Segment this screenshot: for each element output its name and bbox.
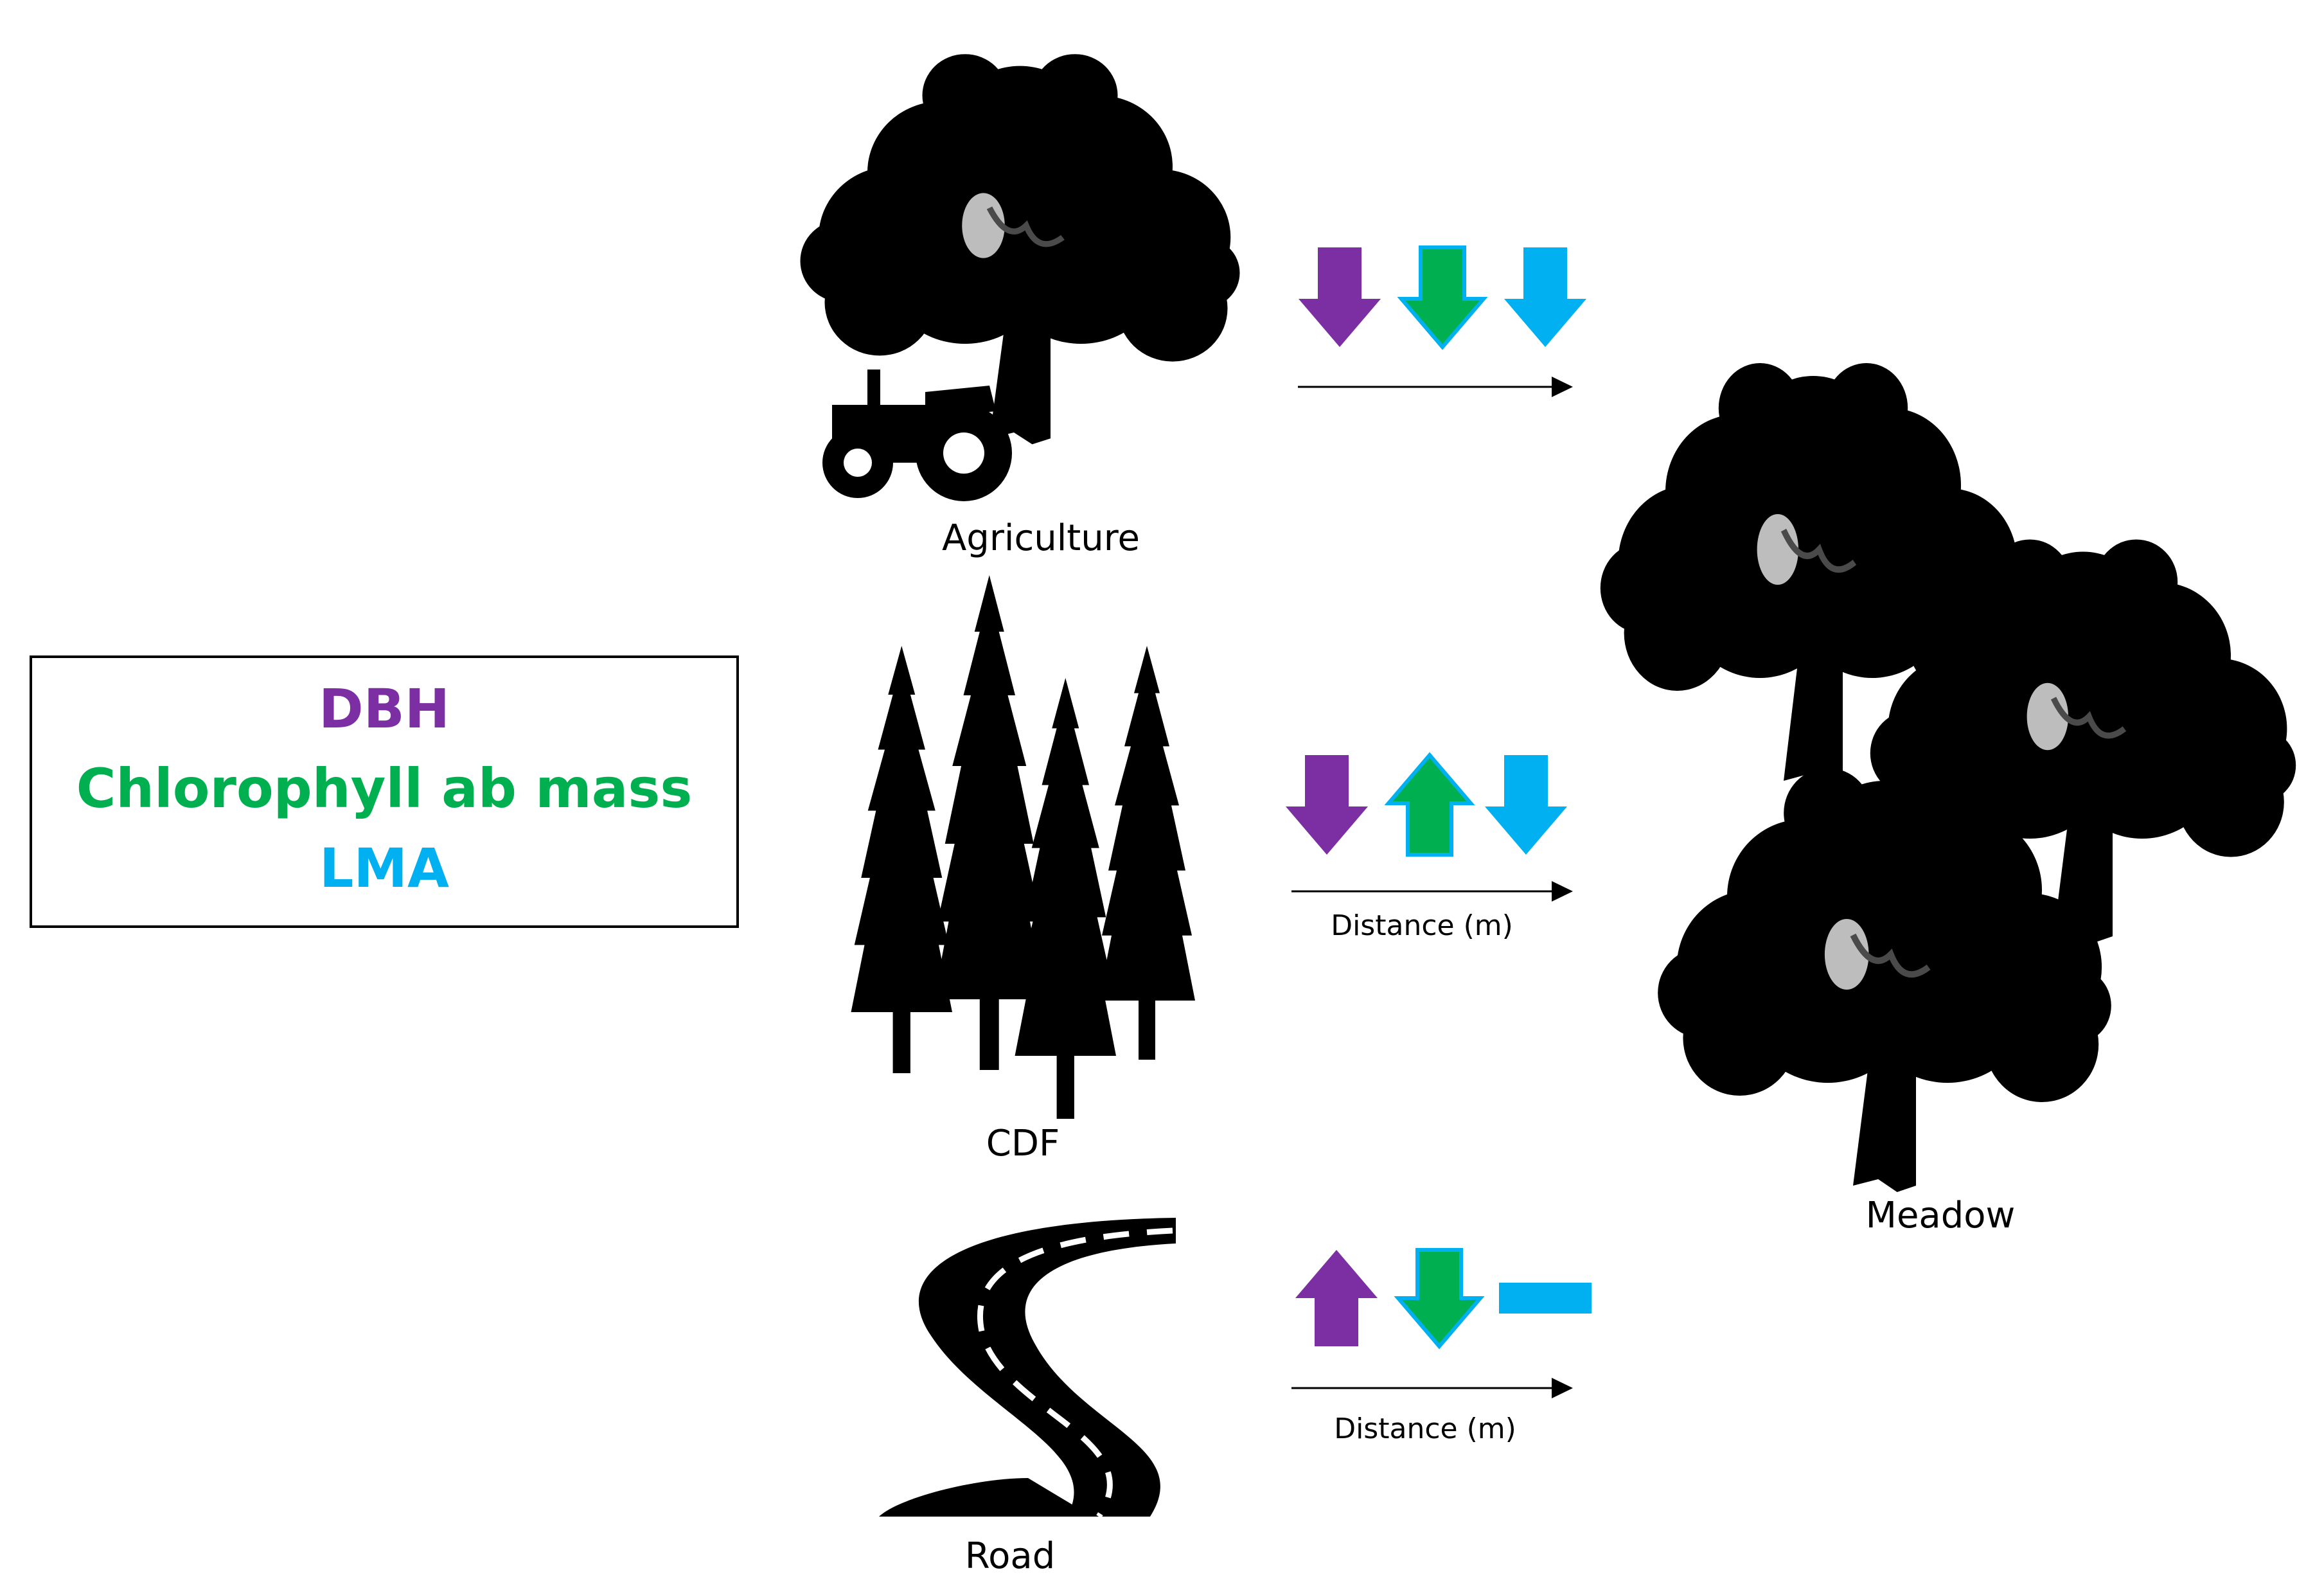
agriculture-source: Agriculture: [801, 54, 1240, 559]
axis-label-road: Distance (m): [1334, 1412, 1516, 1445]
axis-road: Distance (m): [1291, 1378, 1573, 1445]
road-source: Road: [879, 1218, 1176, 1577]
meadow-target: Meadow: [1601, 363, 2296, 1236]
axis-agriculture: [1298, 377, 1573, 397]
oak-trees-icon: [1601, 363, 2296, 1192]
agriculture-lma-decrease-arrow: [1504, 247, 1586, 347]
cdf-dbh-decrease-arrow: [1286, 755, 1368, 855]
conifer-forest-icon: [851, 575, 1195, 1119]
effects-layer: Distance (m) Distance (m): [1286, 245, 1592, 1445]
legend-item-chlorophyll: Chlorophyll ab mass: [76, 757, 693, 820]
meadow-label: Meadow: [1866, 1195, 2016, 1236]
cdf-lma-decrease-arrow: [1485, 755, 1567, 855]
road-chlorophyll-decrease-arrow: [1394, 1248, 1485, 1350]
road-lma-no-change-arrow: [1499, 1283, 1592, 1314]
axis-label-cdf: Distance (m): [1331, 909, 1513, 942]
agriculture-dbh-decrease-arrow: [1299, 247, 1381, 347]
legend-box: DBH Chlorophyll ab mass LMA: [30, 655, 739, 928]
axis-cdf: Distance (m): [1291, 881, 1573, 942]
agriculture-chlorophyll-decrease-arrow: [1397, 245, 1488, 350]
cdf-chlorophyll-increase-arrow: [1384, 752, 1475, 857]
winding-road-icon: [879, 1218, 1176, 1519]
legend-item-dbh: DBH: [319, 677, 450, 740]
agriculture-label: Agriculture: [942, 517, 1140, 559]
tree-with-tractor-icon: [801, 54, 1240, 501]
road-dbh-increase-arrow: [1295, 1250, 1378, 1346]
cdf-label: CDF: [986, 1123, 1060, 1164]
cdf-source: CDF: [851, 575, 1195, 1164]
road-label: Road: [965, 1535, 1056, 1577]
legend-item-lma: LMA: [319, 837, 449, 900]
